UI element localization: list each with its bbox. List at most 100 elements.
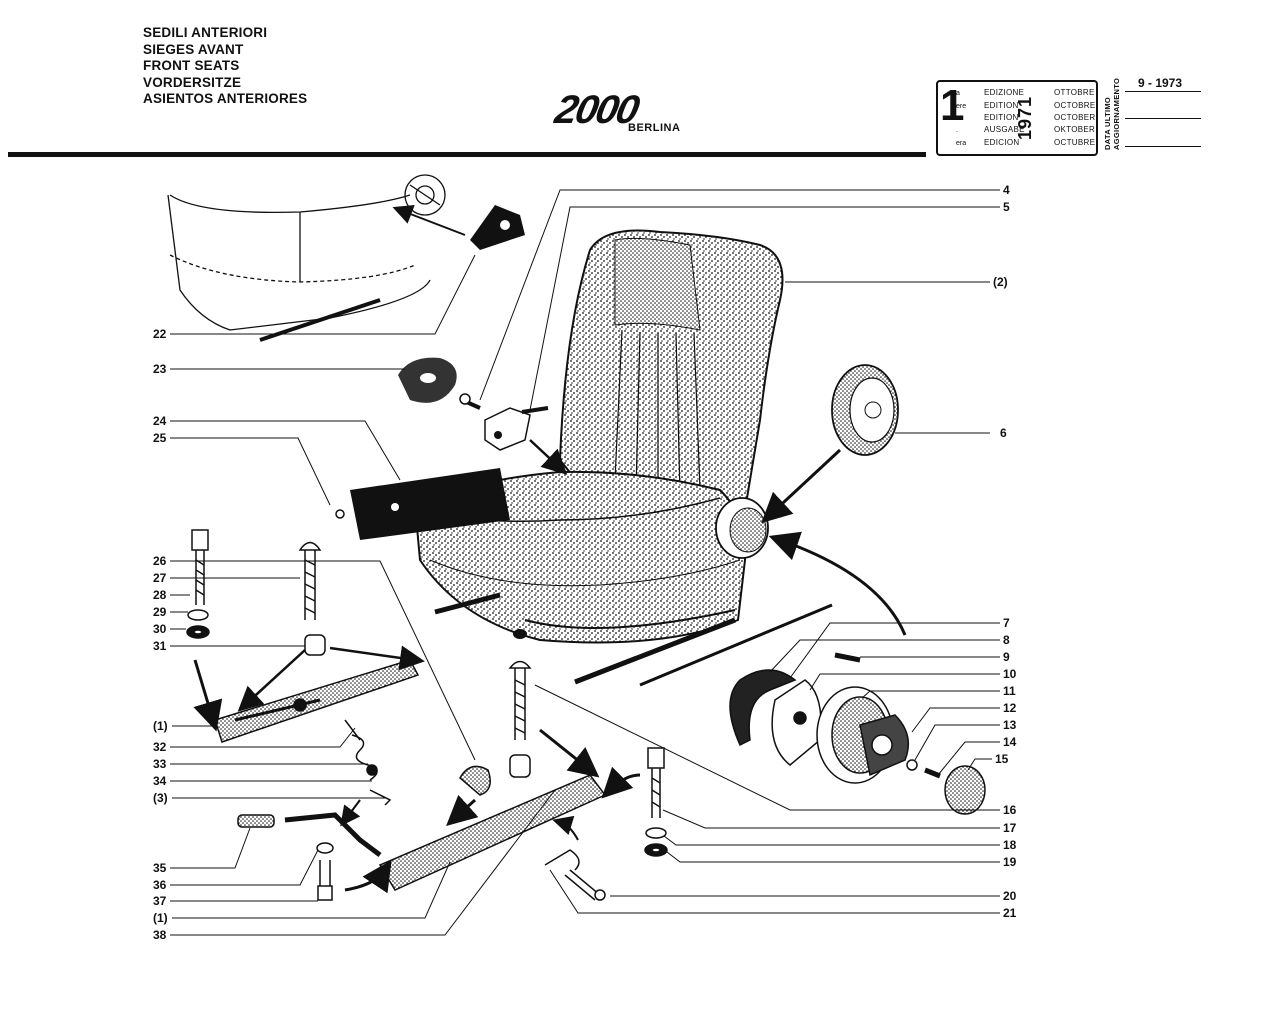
label-18: 18 xyxy=(1003,838,1017,852)
label-23: 23 xyxy=(153,362,167,376)
logo-2000-graphic: 2000 xyxy=(550,86,644,131)
edition-word-it: EDIZIONE xyxy=(984,88,1025,97)
label-28: 28 xyxy=(153,588,167,602)
label-30: 30 xyxy=(153,622,167,636)
edition-suffix-en: st xyxy=(956,115,962,122)
knob-cover-6 xyxy=(831,364,899,456)
label-7: 7 xyxy=(1003,616,1010,630)
label-14: 14 xyxy=(1003,735,1017,749)
label-21: 21 xyxy=(1003,906,1017,920)
label-2: (2) xyxy=(993,275,1008,289)
label-1-upper: (1) xyxy=(153,719,168,733)
side-plate-24 xyxy=(335,468,510,540)
label-34: 34 xyxy=(153,774,167,788)
label-16: 16 xyxy=(1003,803,1017,817)
rod-7 xyxy=(639,603,833,687)
arrow-22 xyxy=(392,204,466,236)
label-22: 22 xyxy=(153,327,167,341)
car-interior-sketch xyxy=(167,174,446,342)
edition-suffix-de: . xyxy=(956,127,958,134)
title-it: SEDILI ANTERIORI xyxy=(143,25,268,40)
recliner-mechanism xyxy=(729,652,986,815)
edition-suffix-es: era xyxy=(956,140,967,147)
label-27: 27 xyxy=(153,571,167,585)
hinge-cover-part xyxy=(470,205,525,250)
callout-labels-right: 4 5 (2) 6 7 8 9 10 11 12 13 14 15 16 17 … xyxy=(993,183,1017,920)
label-25: 25 xyxy=(153,431,167,445)
recliner-knob-on-seat xyxy=(715,497,769,559)
update-line-3 xyxy=(1125,146,1201,147)
label-3: (3) xyxy=(153,791,168,805)
label-12: 12 xyxy=(1003,701,1017,715)
label-24: 24 xyxy=(153,414,167,428)
bolt-17 xyxy=(644,747,668,857)
edition-month-en: OCTOBER xyxy=(1054,113,1096,122)
label-36: 36 xyxy=(153,878,167,892)
spring-assembly xyxy=(344,719,392,806)
label-38: 38 xyxy=(153,928,167,942)
arrow-pin xyxy=(552,815,579,841)
edition-suffix-fr: ere xyxy=(956,103,967,110)
arrow-hinge xyxy=(529,439,568,475)
last-update-value: 9 - 1973 xyxy=(1138,76,1183,90)
seat-assembly xyxy=(413,229,784,685)
label-29: 29 xyxy=(153,605,167,619)
edition-month-es: OCTUBRE xyxy=(1054,138,1096,147)
label-1-lower: (1) xyxy=(153,911,168,925)
bolts-left xyxy=(186,529,326,656)
arrow-rail-left xyxy=(193,659,223,732)
label-13: 13 xyxy=(1003,718,1017,732)
label-35: 35 xyxy=(153,861,167,875)
edition-word-fr: EDITION xyxy=(984,101,1019,110)
label-37: 37 xyxy=(153,894,167,908)
arrow-rail-right xyxy=(329,645,425,671)
edition-month-fr: OCTOBRE xyxy=(1054,101,1096,110)
seat-rail-lower xyxy=(237,765,607,891)
label-32: 32 xyxy=(153,740,167,754)
model-logo: 2000 xyxy=(550,86,683,135)
bolt-16 xyxy=(508,660,532,778)
screw-37 xyxy=(316,842,334,901)
title-de: VORDERSITZE xyxy=(143,74,242,90)
title-es: ASIENTOS ANTERIORES xyxy=(143,91,308,107)
label-11: 11 xyxy=(1003,684,1016,698)
leader-lines xyxy=(170,189,1000,936)
edition-word-de: AUSGABE xyxy=(984,125,1025,134)
label-17: 17 xyxy=(1003,821,1017,835)
title-en: FRONT SEATS xyxy=(143,58,240,74)
edition-month-de: OKTOBER xyxy=(1054,125,1096,134)
update-line-1 xyxy=(1125,91,1201,92)
arrow-lower-left xyxy=(344,860,392,894)
label-15: 15 xyxy=(995,752,1009,766)
label-8: 8 xyxy=(1003,633,1010,647)
title-block: SEDILI ANTERIORI SIEGES AVANT FRONT SEAT… xyxy=(143,25,307,108)
edition-box xyxy=(936,80,1098,156)
label-31: 31 xyxy=(153,639,167,653)
label-5: 5 xyxy=(1003,200,1010,214)
label-19: 19 xyxy=(1003,855,1017,869)
label-26: 26 xyxy=(153,554,167,568)
label-20: 20 xyxy=(1003,889,1017,903)
label-4: 4 xyxy=(1003,183,1010,197)
seat-knob-23 xyxy=(398,357,457,403)
hinge-plate xyxy=(459,393,549,451)
arrow-6 xyxy=(761,448,842,524)
edition-word-es: EDICION xyxy=(984,138,1020,147)
edition-number: 1 xyxy=(940,81,965,130)
arrow-rail-mid xyxy=(237,649,306,712)
edition-month-it: OTTOBRE xyxy=(1054,88,1095,97)
arrow-spring xyxy=(446,794,479,827)
arrow-bolt-16 xyxy=(539,728,600,778)
seat-rail-upper xyxy=(214,659,420,743)
label-9: 9 xyxy=(1003,650,1010,664)
arrow-lower-right xyxy=(601,766,641,799)
title-fr: SIEGES AVANT xyxy=(143,41,244,57)
label-10: 10 xyxy=(1003,667,1017,681)
update-line-2 xyxy=(1125,118,1201,119)
label-6: 6 xyxy=(1000,426,1007,440)
label-33: 33 xyxy=(153,757,167,771)
logo-text: 2000 xyxy=(552,92,644,128)
edition-suffix-it: a xyxy=(956,90,960,97)
header-rule xyxy=(8,152,926,157)
